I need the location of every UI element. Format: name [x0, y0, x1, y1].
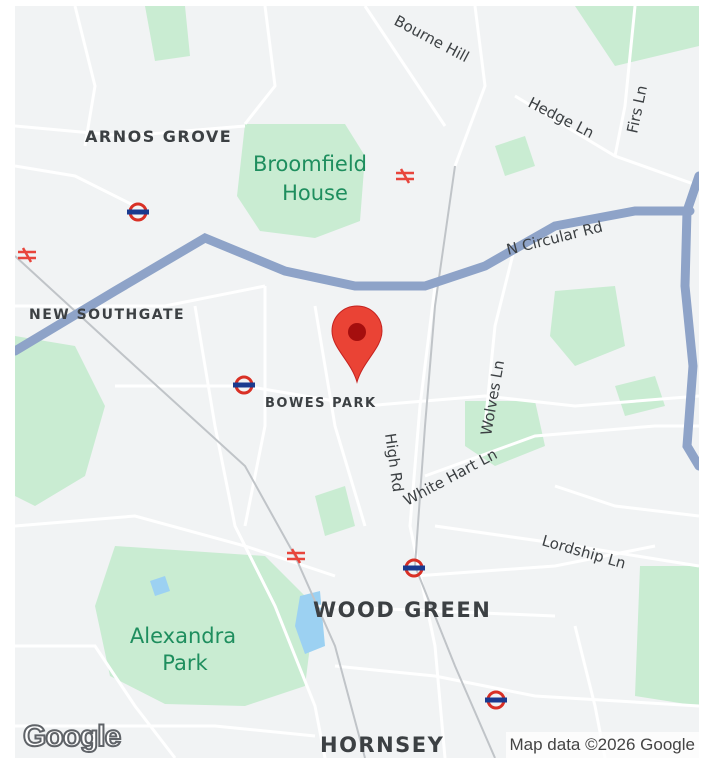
road-n-circular: [15, 206, 695, 356]
map-canvas: ARNOS GROVE NEW SOUTHGATE BOWES PARK WOO…: [15, 6, 699, 758]
label-arnos-grove: ARNOS GROVE: [85, 127, 232, 146]
rail-station-icon: [18, 247, 36, 263]
map-pin-icon[interactable]: [331, 305, 383, 384]
rail-station-icon: [287, 548, 305, 564]
park-area-north: [145, 6, 190, 61]
label-bowes-park: BOWES PARK: [265, 396, 377, 411]
label-wood-green: WOOD GREEN: [313, 598, 491, 622]
underground-station-icon: [127, 202, 149, 222]
park-area-west: [15, 336, 105, 506]
label-alexandra: Alexandra: [130, 624, 236, 648]
park-labels: Broomfield House Alexandra Park: [130, 152, 367, 675]
label-alexandra-park: Park: [162, 651, 208, 675]
minor-streets: [15, 6, 699, 758]
underground-stations: [127, 202, 507, 710]
label-broomfield: Broomfield: [253, 152, 367, 176]
park-area-east-1: [550, 286, 625, 366]
rail-station-icon: [396, 168, 414, 184]
park-area-small-2: [615, 376, 665, 416]
water-areas: [150, 576, 325, 654]
park-area-small-1: [315, 486, 355, 536]
park-area-southeast: [635, 566, 699, 706]
map-viewport[interactable]: ARNOS GROVE NEW SOUTHGATE BOWES PARK WOO…: [15, 6, 699, 758]
park-area-small-3: [495, 136, 535, 176]
label-hornsey: HORNSEY: [320, 733, 444, 757]
underground-station-icon: [485, 690, 507, 710]
park-area-northeast: [575, 6, 699, 66]
underground-station-icon: [233, 375, 255, 395]
park-area-alexandra: [95, 546, 315, 706]
water-pond: [150, 576, 170, 596]
park-area-broomfield: [237, 124, 365, 238]
rail-line-east-coast: [15, 255, 366, 758]
road-a406-east: [680, 171, 699, 471]
label-broomfield-house: House: [282, 181, 348, 205]
underground-station-icon: [403, 558, 425, 578]
google-logo[interactable]: Google: [22, 719, 122, 754]
label-new-southgate: NEW SOUTHGATE: [29, 307, 185, 323]
district-labels: ARNOS GROVE NEW SOUTHGATE BOWES PARK WOO…: [29, 127, 491, 757]
major-roads: [15, 171, 699, 471]
map-attribution[interactable]: Map data ©2026 Google: [505, 732, 699, 758]
rail-stations: [18, 168, 414, 564]
